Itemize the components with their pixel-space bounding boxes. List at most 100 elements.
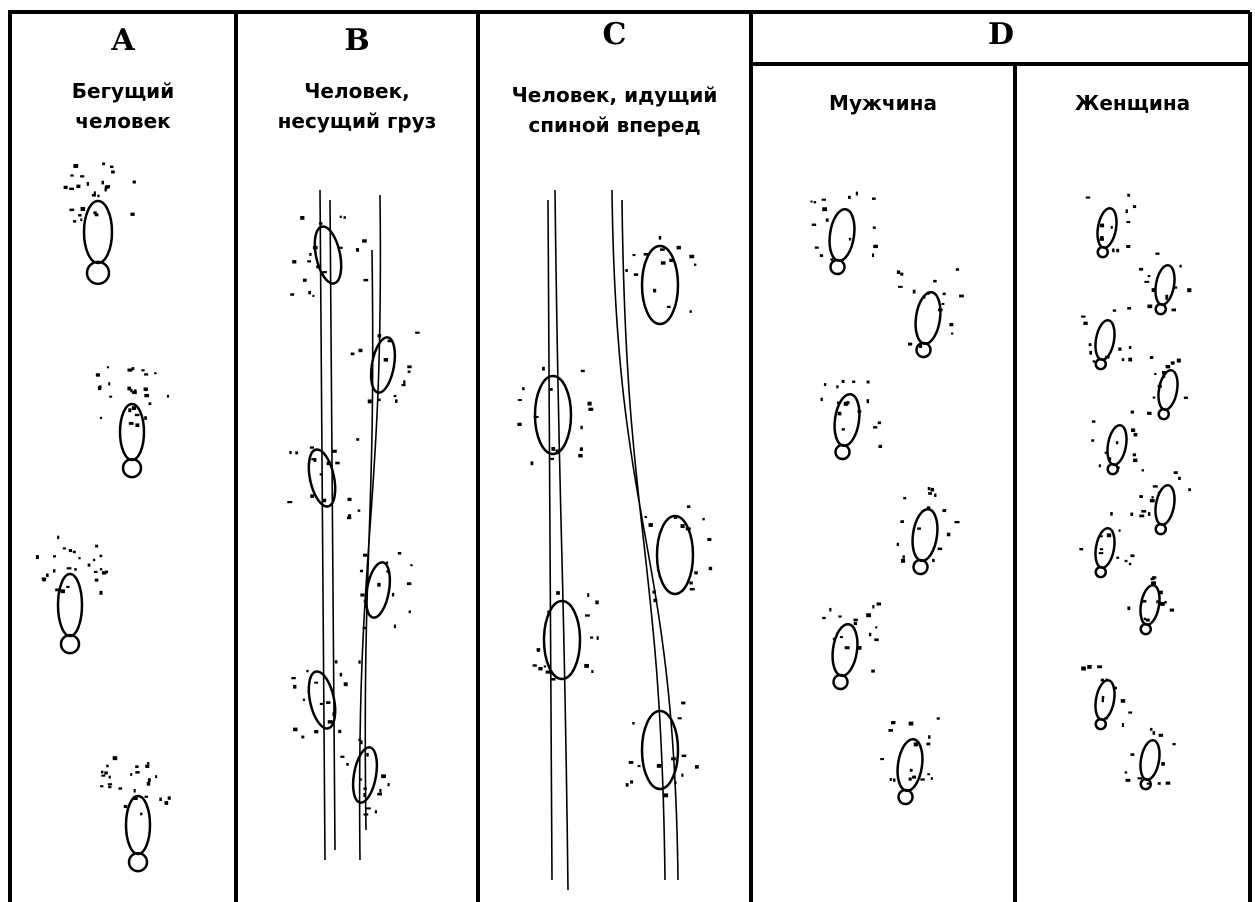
- soil-speck: [534, 416, 539, 418]
- soil-speck: [1086, 196, 1091, 198]
- soil-speck: [1174, 471, 1178, 474]
- soil-speck: [407, 365, 411, 368]
- soil-speck: [949, 323, 953, 326]
- soil-speck: [584, 664, 589, 668]
- soil-speck: [332, 450, 337, 453]
- soil-speck: [69, 549, 72, 552]
- soil-speck: [556, 449, 559, 452]
- soil-speck: [1173, 286, 1178, 288]
- soil-speck: [903, 555, 905, 558]
- soil-speck: [69, 188, 74, 190]
- soil-speck: [955, 521, 960, 523]
- soil-speck: [135, 414, 140, 416]
- soil-speck: [677, 246, 681, 250]
- soil-speck: [857, 410, 861, 412]
- soil-speck: [938, 548, 943, 551]
- soil-speck: [144, 416, 147, 420]
- soil-speck: [403, 380, 405, 383]
- soil-speck: [872, 605, 874, 608]
- soil-speck: [293, 685, 296, 689]
- soil-speck: [167, 395, 169, 398]
- soil-speck: [316, 265, 318, 268]
- soil-speck: [1177, 359, 1181, 363]
- soil-speck: [838, 615, 841, 617]
- soil-speck: [394, 395, 397, 397]
- soil-speck: [73, 220, 76, 222]
- soil-speck: [626, 783, 629, 787]
- soil-speck: [824, 383, 826, 386]
- soil-speck: [1102, 696, 1105, 699]
- soil-speck: [838, 412, 842, 416]
- soil-speck: [335, 462, 339, 465]
- soil-speck: [588, 408, 593, 411]
- soil-speck: [878, 421, 881, 424]
- footprint-icon: [310, 224, 346, 286]
- soil-speck: [1173, 743, 1176, 745]
- soil-speck: [359, 349, 363, 352]
- soil-speck: [522, 387, 524, 390]
- soil-speck: [388, 340, 393, 343]
- soil-speck: [928, 492, 932, 495]
- soil-speck: [106, 765, 108, 768]
- soil-speck: [681, 524, 685, 528]
- soil-speck: [550, 458, 554, 460]
- soil-speck: [578, 454, 582, 458]
- soil-speck: [1150, 728, 1152, 731]
- soil-speck: [80, 218, 82, 221]
- soil-speck: [148, 778, 151, 782]
- soil-speck: [928, 487, 930, 490]
- soil-speck: [110, 166, 113, 168]
- soil-speck: [1083, 322, 1087, 325]
- soil-speck: [1093, 360, 1095, 362]
- soil-speck: [105, 187, 107, 191]
- soil-speck: [107, 366, 109, 368]
- soil-speck: [947, 533, 950, 537]
- soil-speck: [100, 555, 103, 557]
- soil-speck: [1158, 492, 1160, 496]
- soil-speck: [100, 417, 102, 419]
- soil-speck: [55, 588, 59, 591]
- soil-speck: [384, 358, 388, 362]
- soil-speck: [1116, 441, 1118, 444]
- soil-speck: [1129, 346, 1132, 349]
- soil-speck: [295, 451, 298, 454]
- soil-speck: [1150, 499, 1155, 502]
- footprint-icon: [828, 623, 861, 691]
- soil-speck: [108, 783, 112, 785]
- soil-speck: [1160, 602, 1164, 606]
- soil-speck: [145, 765, 149, 768]
- soil-speck: [66, 586, 69, 588]
- soil-speck: [63, 547, 66, 549]
- soil-speck: [377, 793, 382, 796]
- soil-speck: [78, 557, 80, 559]
- soil-speck: [581, 370, 585, 372]
- soil-speck: [932, 559, 935, 562]
- footprint-icon: [893, 738, 926, 806]
- soil-speck: [1147, 412, 1152, 415]
- soil-speck: [1102, 699, 1104, 702]
- soil-speck: [366, 753, 368, 757]
- soil-speck: [366, 807, 371, 809]
- soil-speck: [1148, 512, 1150, 516]
- soil-speck: [632, 722, 634, 725]
- soil-speck: [873, 426, 877, 428]
- footprint-icon: [1091, 679, 1117, 731]
- soil-speck: [144, 387, 148, 391]
- soil-speck: [556, 591, 560, 595]
- soil-speck: [87, 182, 89, 186]
- soil-speck: [96, 373, 100, 376]
- soil-speck: [678, 717, 682, 719]
- soil-speck: [890, 778, 892, 781]
- soil-speck: [873, 226, 876, 228]
- soil-speck: [872, 198, 876, 200]
- soil-speck: [853, 619, 857, 622]
- soil-speck: [344, 682, 348, 686]
- soil-speck: [1108, 457, 1111, 460]
- soil-speck: [1171, 361, 1175, 364]
- soil-speck: [914, 742, 918, 746]
- soil-speck: [312, 295, 314, 297]
- soil-speck: [842, 380, 845, 383]
- soil-speck: [1126, 209, 1128, 213]
- soil-speck: [1105, 717, 1109, 719]
